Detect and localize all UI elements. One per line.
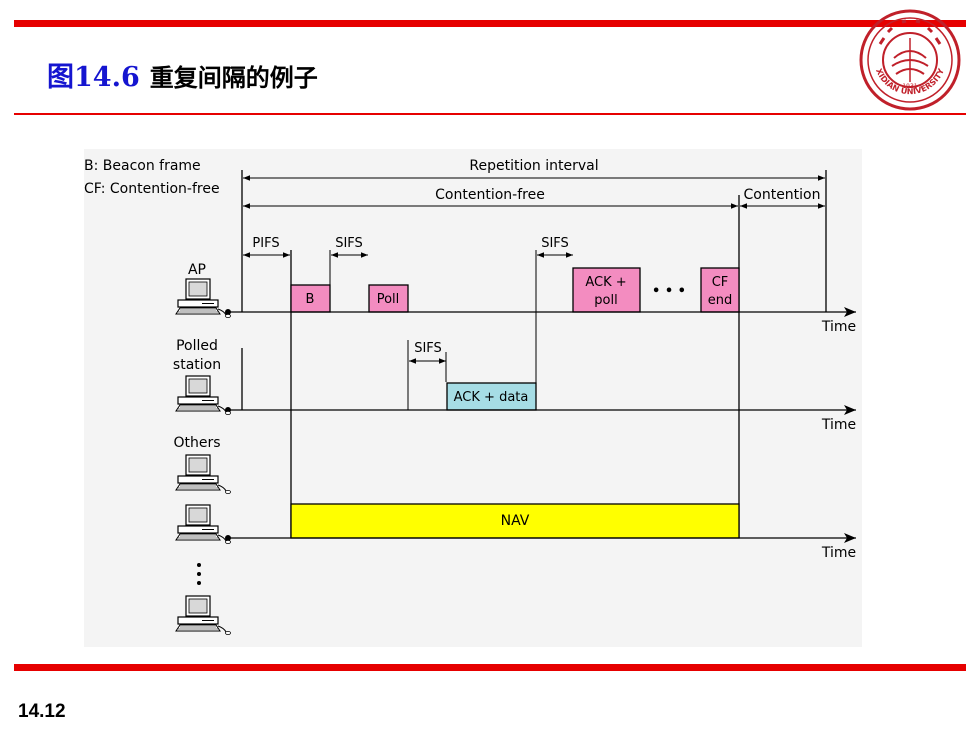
polled-computer-icon bbox=[175, 375, 232, 416]
ack-data-frame bbox=[446, 382, 537, 411]
vertical-ellipsis-icon bbox=[197, 563, 201, 585]
ack-poll-label-line1: ACK + bbox=[585, 275, 626, 290]
beacon-frame-label: B bbox=[306, 292, 315, 307]
ack-data-label: ACK + data bbox=[454, 390, 529, 405]
top-accent-bar bbox=[14, 20, 966, 27]
title-text: 重复间隔的例子 bbox=[149, 64, 318, 92]
cf-end-label-line1: CF bbox=[712, 275, 729, 290]
ap-time-label: Time bbox=[821, 319, 856, 335]
page-number: 14.12 bbox=[18, 701, 66, 722]
polled-label-line2: station bbox=[173, 357, 221, 373]
polled-time-label: Time bbox=[821, 417, 856, 433]
ap-computer-icon bbox=[175, 278, 232, 319]
figure-number: 图14.6 bbox=[47, 62, 140, 93]
more-frames-ellipsis: • • • bbox=[652, 284, 686, 299]
title-underline bbox=[14, 113, 966, 115]
ap-label: AP bbox=[188, 262, 206, 278]
ack-poll-frame bbox=[572, 267, 641, 313]
cf-end-label-line2: end bbox=[708, 293, 733, 308]
ack-poll-label-line2: poll bbox=[594, 293, 617, 308]
sifs-label-3: SIFS bbox=[541, 236, 569, 251]
other-computer-icon-2 bbox=[175, 504, 232, 545]
nav-label: NAV bbox=[501, 513, 530, 529]
legend-beacon: B: Beacon frame bbox=[84, 158, 201, 174]
contention-label: Contention bbox=[743, 187, 820, 203]
ap-axis-origin bbox=[225, 309, 231, 315]
sifs-label-1: SIFS bbox=[335, 236, 363, 251]
slide-title: 图14.6 重复间隔的例子 bbox=[47, 55, 318, 99]
contention-free-label: Contention-free bbox=[435, 187, 545, 203]
polled-label-line1: Polled bbox=[176, 338, 218, 354]
poll-frame-label: Poll bbox=[377, 292, 400, 307]
other-computer-icon-1 bbox=[175, 454, 232, 495]
poll-frame bbox=[368, 284, 409, 313]
university-seal-icon: 1931 XIDIAN UNIVERSITY bbox=[859, 9, 961, 111]
others-axis-origin bbox=[225, 535, 231, 541]
repetition-interval-label: Repetition interval bbox=[469, 158, 598, 174]
other-computer-icon-3 bbox=[175, 595, 232, 636]
pifs-label: PIFS bbox=[252, 236, 279, 251]
others-label: Others bbox=[173, 435, 220, 451]
sifs-label-2: SIFS bbox=[414, 341, 442, 356]
bottom-accent-bar bbox=[14, 664, 966, 671]
beacon-frame bbox=[290, 284, 331, 313]
others-time-label: Time bbox=[821, 545, 856, 561]
legend-contention-free: CF: Contention-free bbox=[84, 181, 220, 197]
seal-year: 1931 bbox=[902, 83, 917, 90]
